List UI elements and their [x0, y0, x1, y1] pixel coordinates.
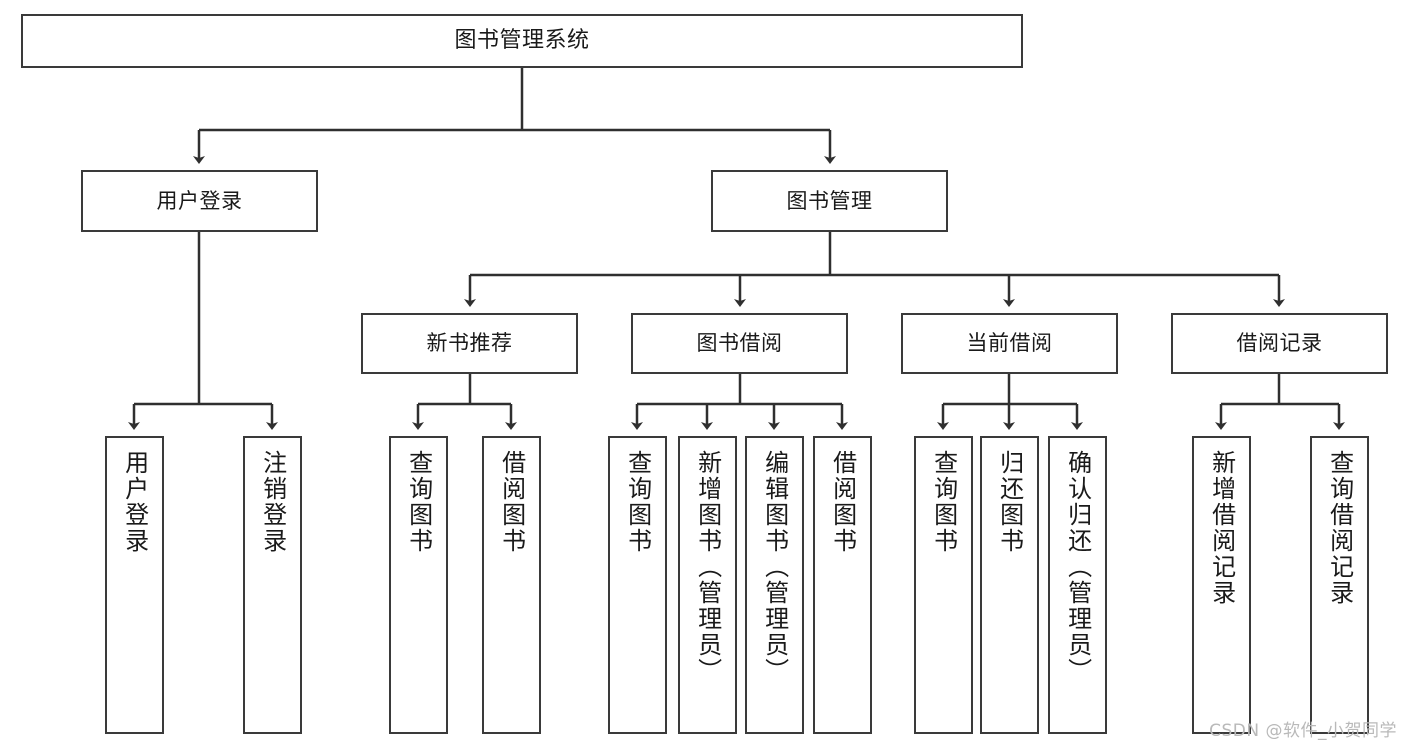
node-root-library-system[interactable]: 图书管理系统 — [21, 14, 1023, 68]
leaf-edit-book-admin[interactable]: 编辑图书（管理员） — [745, 436, 804, 734]
node-label: 注销登录 — [258, 450, 287, 554]
leaf-query-book-new[interactable]: 查询图书 — [389, 436, 448, 734]
node-label: 确认归还（管理员） — [1063, 450, 1092, 684]
node-label: 查询图书 — [929, 450, 958, 554]
node-label: 新增借阅记录 — [1207, 450, 1236, 606]
leaf-confirm-return-admin[interactable]: 确认归还（管理员） — [1048, 436, 1107, 734]
leaf-add-book-admin[interactable]: 新增图书（管理员） — [678, 436, 737, 734]
node-label: 用户登录 — [120, 450, 149, 554]
node-new-book-recommend[interactable]: 新书推荐 — [361, 313, 578, 374]
node-label: 借阅图书 — [497, 450, 526, 554]
node-label: 借阅图书 — [828, 450, 857, 554]
node-label: 当前借阅 — [966, 331, 1053, 356]
node-book-management[interactable]: 图书管理 — [711, 170, 948, 232]
leaf-query-book-borrow[interactable]: 查询图书 — [608, 436, 667, 734]
node-label: 查询借阅记录 — [1325, 450, 1354, 606]
node-label: 新增图书（管理员） — [693, 450, 722, 684]
node-label: 编辑图书（管理员） — [760, 450, 789, 684]
node-label: 借阅记录 — [1236, 331, 1323, 356]
leaf-query-book-current[interactable]: 查询图书 — [914, 436, 973, 734]
leaf-add-borrow-record[interactable]: 新增借阅记录 — [1192, 436, 1251, 734]
leaf-return-book[interactable]: 归还图书 — [980, 436, 1039, 734]
node-label: 图书管理系统 — [454, 28, 590, 54]
watermark: CSDN @软件_小贺同学 — [1209, 721, 1397, 741]
node-label: 用户登录 — [156, 188, 243, 213]
leaf-logout[interactable]: 注销登录 — [243, 436, 302, 734]
leaf-user-login[interactable]: 用户登录 — [105, 436, 164, 734]
node-label: 图书借阅 — [696, 331, 783, 356]
node-label: 归还图书 — [995, 450, 1024, 554]
leaf-borrow-book[interactable]: 借阅图书 — [813, 436, 872, 734]
leaf-borrow-book-new[interactable]: 借阅图书 — [482, 436, 541, 734]
node-label: 查询图书 — [404, 450, 433, 554]
node-borrow-record[interactable]: 借阅记录 — [1171, 313, 1388, 374]
node-label: 新书推荐 — [426, 331, 513, 356]
node-label: 图书管理 — [786, 188, 873, 213]
node-user-login[interactable]: 用户登录 — [81, 170, 318, 232]
node-current-borrow[interactable]: 当前借阅 — [901, 313, 1118, 374]
leaf-query-borrow-record[interactable]: 查询借阅记录 — [1310, 436, 1369, 734]
node-label: 查询图书 — [623, 450, 652, 554]
node-book-borrow[interactable]: 图书借阅 — [631, 313, 848, 374]
